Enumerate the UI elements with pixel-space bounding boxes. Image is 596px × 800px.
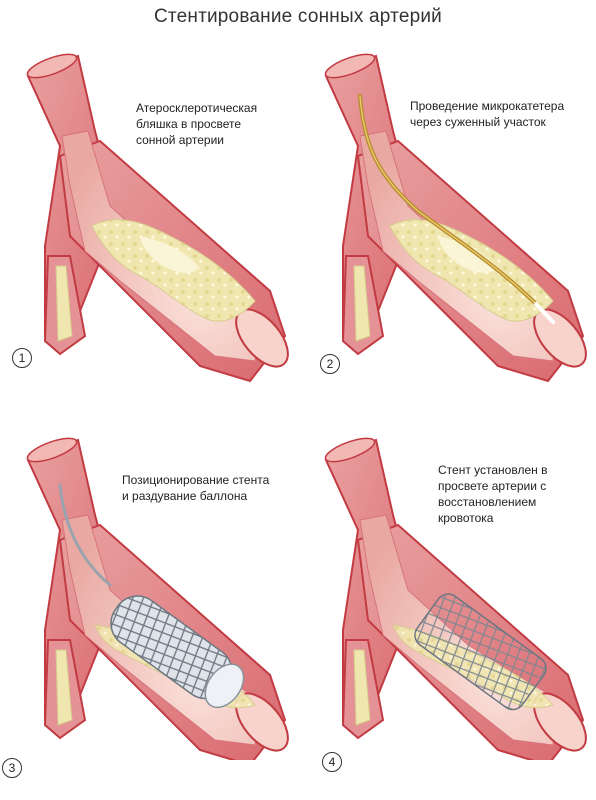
page-title: Стентирование сонных артерий <box>154 6 442 27</box>
panel-4: Стент установлен в просвете артерии с во… <box>298 420 596 800</box>
microcatheter-illustration <box>321 48 596 382</box>
panel-3-caption: Позиционирование стента и раздувание бал… <box>122 473 270 503</box>
panel-3-number: 3 <box>2 758 22 778</box>
panel-1-number: 1 <box>12 348 32 368</box>
stent-on-balloon <box>110 595 245 709</box>
panel-4-caption: Стент установлен в просвете артерии с во… <box>438 463 548 525</box>
panel-2: Проведение микрокатетера через суженный … <box>298 36 596 416</box>
stent-deployed-illustration <box>321 432 596 760</box>
deployed-stent <box>414 593 547 711</box>
panel-4-number: 4 <box>322 752 342 772</box>
panel-1-caption: Атеросклеротическая бляшка в просвете со… <box>136 101 258 147</box>
artery-with-plaque-illustration <box>23 48 298 382</box>
panel-2-caption: Проведение микрокатетера через суженный … <box>410 99 565 129</box>
panel-3: Позиционирование стента и раздувание бал… <box>0 420 298 800</box>
panel-1: Атеросклеротическая бляшка в просвете со… <box>0 36 298 416</box>
guidewire <box>58 483 112 587</box>
catheter-tip <box>534 302 555 324</box>
panel-2-number: 2 <box>320 354 340 374</box>
stent-positioning-illustration <box>23 432 298 760</box>
